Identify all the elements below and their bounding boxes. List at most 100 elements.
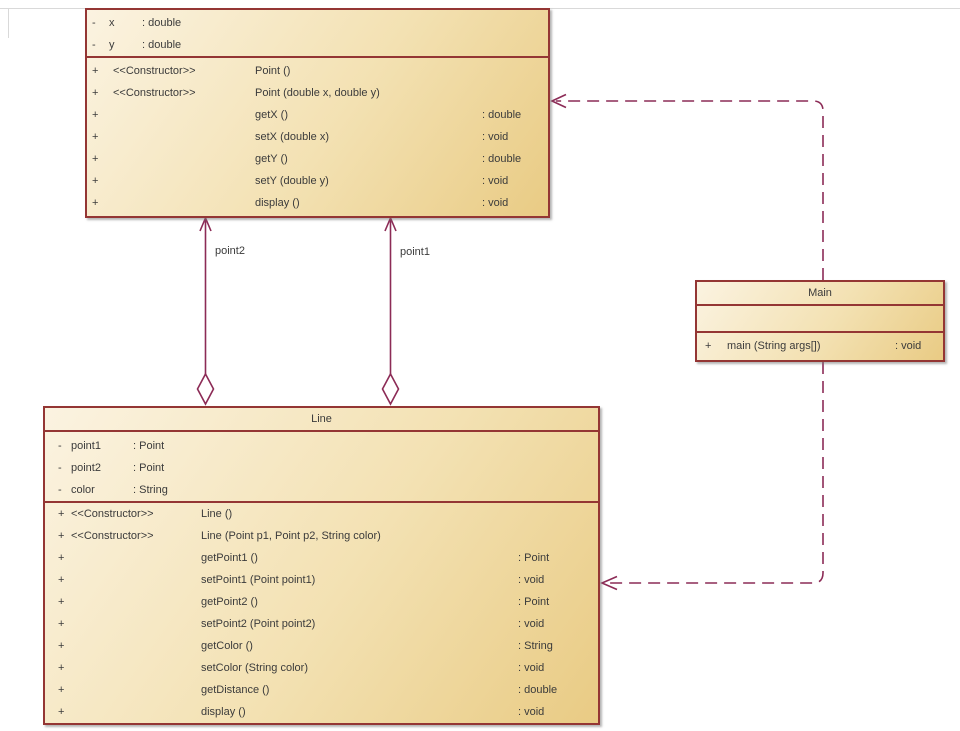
- visibility-marker: +: [58, 684, 65, 696]
- point-operations-compartment: + <<Constructor>> Point () + <<Construct…: [87, 58, 548, 214]
- operation-signature: setPoint2 (Point point2): [201, 618, 316, 630]
- attribute-name: point1: [71, 440, 101, 452]
- operation-signature: setY (double y): [255, 175, 329, 187]
- return-type: : void: [518, 574, 545, 586]
- open-arrowhead-icon: [199, 215, 212, 232]
- return-type: : void: [518, 662, 545, 674]
- class-title: Line: [311, 413, 332, 425]
- operation-signature: getPoint2 (): [201, 596, 258, 608]
- class-point[interactable]: - x : double - y : double + <<Constructo…: [85, 8, 550, 218]
- association-point2[interactable]: [196, 215, 215, 406]
- operation-row: + setColor (String color) : void: [45, 657, 598, 679]
- return-type: : void: [482, 175, 509, 187]
- stereotype: <<Constructor>>: [113, 65, 196, 77]
- attribute-row: - color : String: [45, 479, 598, 501]
- operation-signature: Point (): [255, 65, 291, 77]
- operation-row: + <<Constructor>> Point (double x, doubl…: [87, 82, 548, 104]
- attribute-name: x: [109, 17, 115, 29]
- visibility-marker: -: [58, 462, 62, 474]
- visibility-marker: +: [58, 530, 65, 542]
- visibility-marker: +: [92, 197, 99, 209]
- open-arrowhead-icon: [384, 215, 397, 232]
- attribute-type: : Point: [133, 440, 165, 452]
- visibility-marker: +: [92, 65, 99, 77]
- stereotype: <<Constructor>>: [113, 87, 196, 99]
- operation-row: + display () : void: [87, 192, 548, 214]
- operation-row: + <<Constructor>> Line (): [45, 503, 598, 525]
- operation-signature: getX (): [255, 109, 289, 121]
- return-type: : Point: [518, 552, 550, 564]
- class-title: Main: [808, 287, 832, 299]
- line-title-compartment: Line: [45, 408, 598, 432]
- attribute-row: - point2 : Point: [45, 457, 598, 479]
- operation-signature: getDistance (): [201, 684, 270, 696]
- open-arrowhead-icon: [550, 93, 567, 109]
- operation-signature: Line (): [201, 508, 233, 520]
- operation-signature: setX (double x): [255, 131, 329, 143]
- operation-row: + setPoint1 (Point point1) : void: [45, 569, 598, 591]
- class-line[interactable]: Line - point1 : Point - point2 : Point -…: [43, 406, 600, 725]
- attribute-type: : double: [142, 39, 182, 51]
- operation-row: + setX (double x) : void: [87, 126, 548, 148]
- visibility-marker: +: [92, 131, 99, 143]
- visibility-marker: +: [92, 153, 99, 165]
- point-attributes-compartment: - x : double - y : double: [87, 10, 548, 58]
- association-label-point2[interactable]: point2: [215, 245, 245, 257]
- return-type: : void: [518, 618, 545, 630]
- operation-row: + getColor () : String: [45, 635, 598, 657]
- class-main[interactable]: Main + main (String args[]) : void: [695, 280, 945, 362]
- dependency-line: [607, 362, 824, 584]
- visibility-marker: +: [58, 706, 65, 718]
- attribute-row: - x : double: [87, 12, 548, 34]
- operation-row: + <<Constructor>> Line (Point p1, Point …: [45, 525, 598, 547]
- open-arrowhead-icon: [599, 575, 618, 591]
- attribute-name: y: [109, 39, 115, 51]
- operation-signature: Line (Point p1, Point p2, String color): [201, 530, 381, 542]
- return-type: : double: [482, 153, 522, 165]
- attribute-row: - point1 : Point: [45, 435, 598, 457]
- attribute-type: : Point: [133, 462, 165, 474]
- operation-signature: Point (double x, double y): [255, 87, 380, 99]
- return-type: : double: [482, 109, 522, 121]
- operation-signature: setPoint1 (Point point1): [201, 574, 316, 586]
- dependency-line: [556, 100, 824, 280]
- line-attributes-compartment: - point1 : Point - point2 : Point - colo…: [45, 432, 598, 503]
- canvas-left-edge: [8, 8, 9, 38]
- return-type: : Point: [518, 596, 550, 608]
- operation-signature: getY (): [255, 153, 288, 165]
- dependency-main-to-line[interactable]: [599, 362, 824, 591]
- aggregation-diamond-icon: [196, 372, 215, 406]
- visibility-marker: +: [58, 574, 65, 586]
- operation-signature: display (): [201, 706, 246, 718]
- visibility-marker: -: [58, 440, 62, 452]
- aggregation-diamond-icon: [381, 372, 400, 406]
- association-point1[interactable]: [381, 215, 400, 406]
- operation-signature: getPoint1 (): [201, 552, 258, 564]
- line-operations-compartment: + <<Constructor>> Line () + <<Constructo…: [45, 503, 598, 723]
- main-title-compartment: Main: [697, 282, 943, 306]
- visibility-marker: +: [58, 552, 65, 564]
- return-type: : void: [895, 340, 922, 352]
- attribute-type: : double: [142, 17, 182, 29]
- visibility-marker: +: [58, 596, 65, 608]
- visibility-marker: -: [92, 17, 96, 29]
- visibility-marker: +: [58, 662, 65, 674]
- operation-signature: main (String args[]): [727, 340, 821, 352]
- operation-row: + setPoint2 (Point point2) : void: [45, 613, 598, 635]
- return-type: : void: [482, 131, 509, 143]
- operation-signature: display (): [255, 197, 300, 209]
- visibility-marker: +: [92, 175, 99, 187]
- attribute-row: - y : double: [87, 34, 548, 56]
- return-type: : void: [482, 197, 509, 209]
- dependency-main-to-point[interactable]: [550, 93, 824, 281]
- visibility-marker: +: [92, 109, 99, 121]
- association-label-point1[interactable]: point1: [400, 246, 430, 258]
- visibility-marker: -: [58, 484, 62, 496]
- attribute-name: point2: [71, 462, 101, 474]
- main-attributes-compartment: [697, 306, 943, 333]
- operation-row: + getDistance () : double: [45, 679, 598, 701]
- operation-row: + getY () : double: [87, 148, 548, 170]
- operation-row: + getX () : double: [87, 104, 548, 126]
